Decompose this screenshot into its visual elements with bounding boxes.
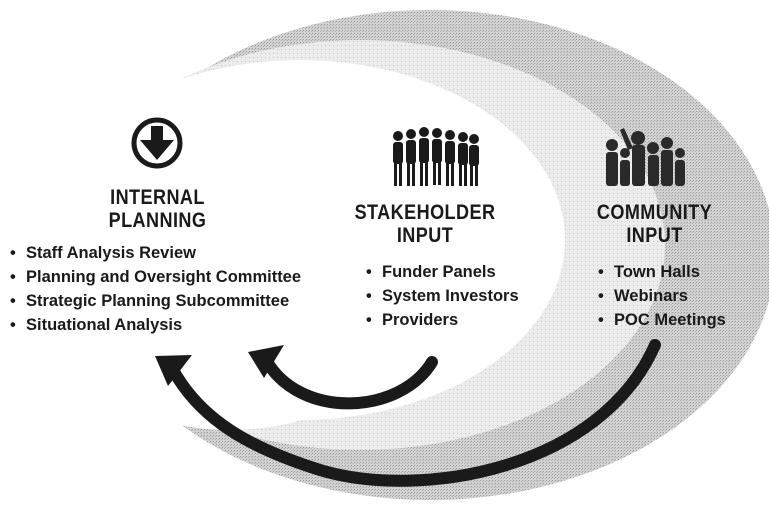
community-input-list: Town Halls Webinars POC Meetings [598, 260, 726, 332]
stakeholder-to-internal-arrow [260, 354, 438, 410]
list-item: Town Halls [598, 260, 726, 284]
community-to-internal-arrow [166, 339, 661, 487]
list-item: Situational Analysis [10, 313, 301, 337]
stakeholder-heading-line2: INPUT [396, 224, 454, 247]
list-item: Strategic Planning Subcommittee [10, 289, 301, 313]
stakeholder-input-list: Funder Panels System Investors Providers [366, 260, 519, 332]
down-arrow-circle-icon [131, 117, 183, 169]
community-input-heading: COMMUNITY INPUT [584, 201, 726, 247]
people-silhouettes-icon [393, 127, 479, 186]
list-item: Planning and Oversight Committee [10, 265, 301, 289]
internal-planning-heading: INTERNAL PLANNING [95, 186, 220, 232]
internal-heading-line2: PLANNING [108, 209, 207, 232]
list-item: Funder Panels [366, 260, 519, 284]
community-heading-line1: COMMUNITY [596, 201, 713, 224]
stakeholder-heading-line1: STAKEHOLDER [354, 201, 496, 224]
list-item: Webinars [598, 284, 726, 308]
community-arrowhead [155, 355, 192, 386]
list-item: POC Meetings [598, 308, 726, 332]
list-item: System Investors [366, 284, 519, 308]
internal-planning-list: Staff Analysis Review Planning and Overs… [10, 241, 301, 337]
list-item: Staff Analysis Review [10, 241, 301, 265]
internal-heading-line1: INTERNAL [110, 186, 205, 209]
stakeholder-arrowhead [248, 345, 284, 378]
stakeholder-input-heading: STAKEHOLDER INPUT [352, 201, 498, 247]
list-item: Providers [366, 308, 519, 332]
crowd-silhouettes-icon [606, 128, 685, 186]
community-heading-line2: INPUT [626, 224, 683, 247]
